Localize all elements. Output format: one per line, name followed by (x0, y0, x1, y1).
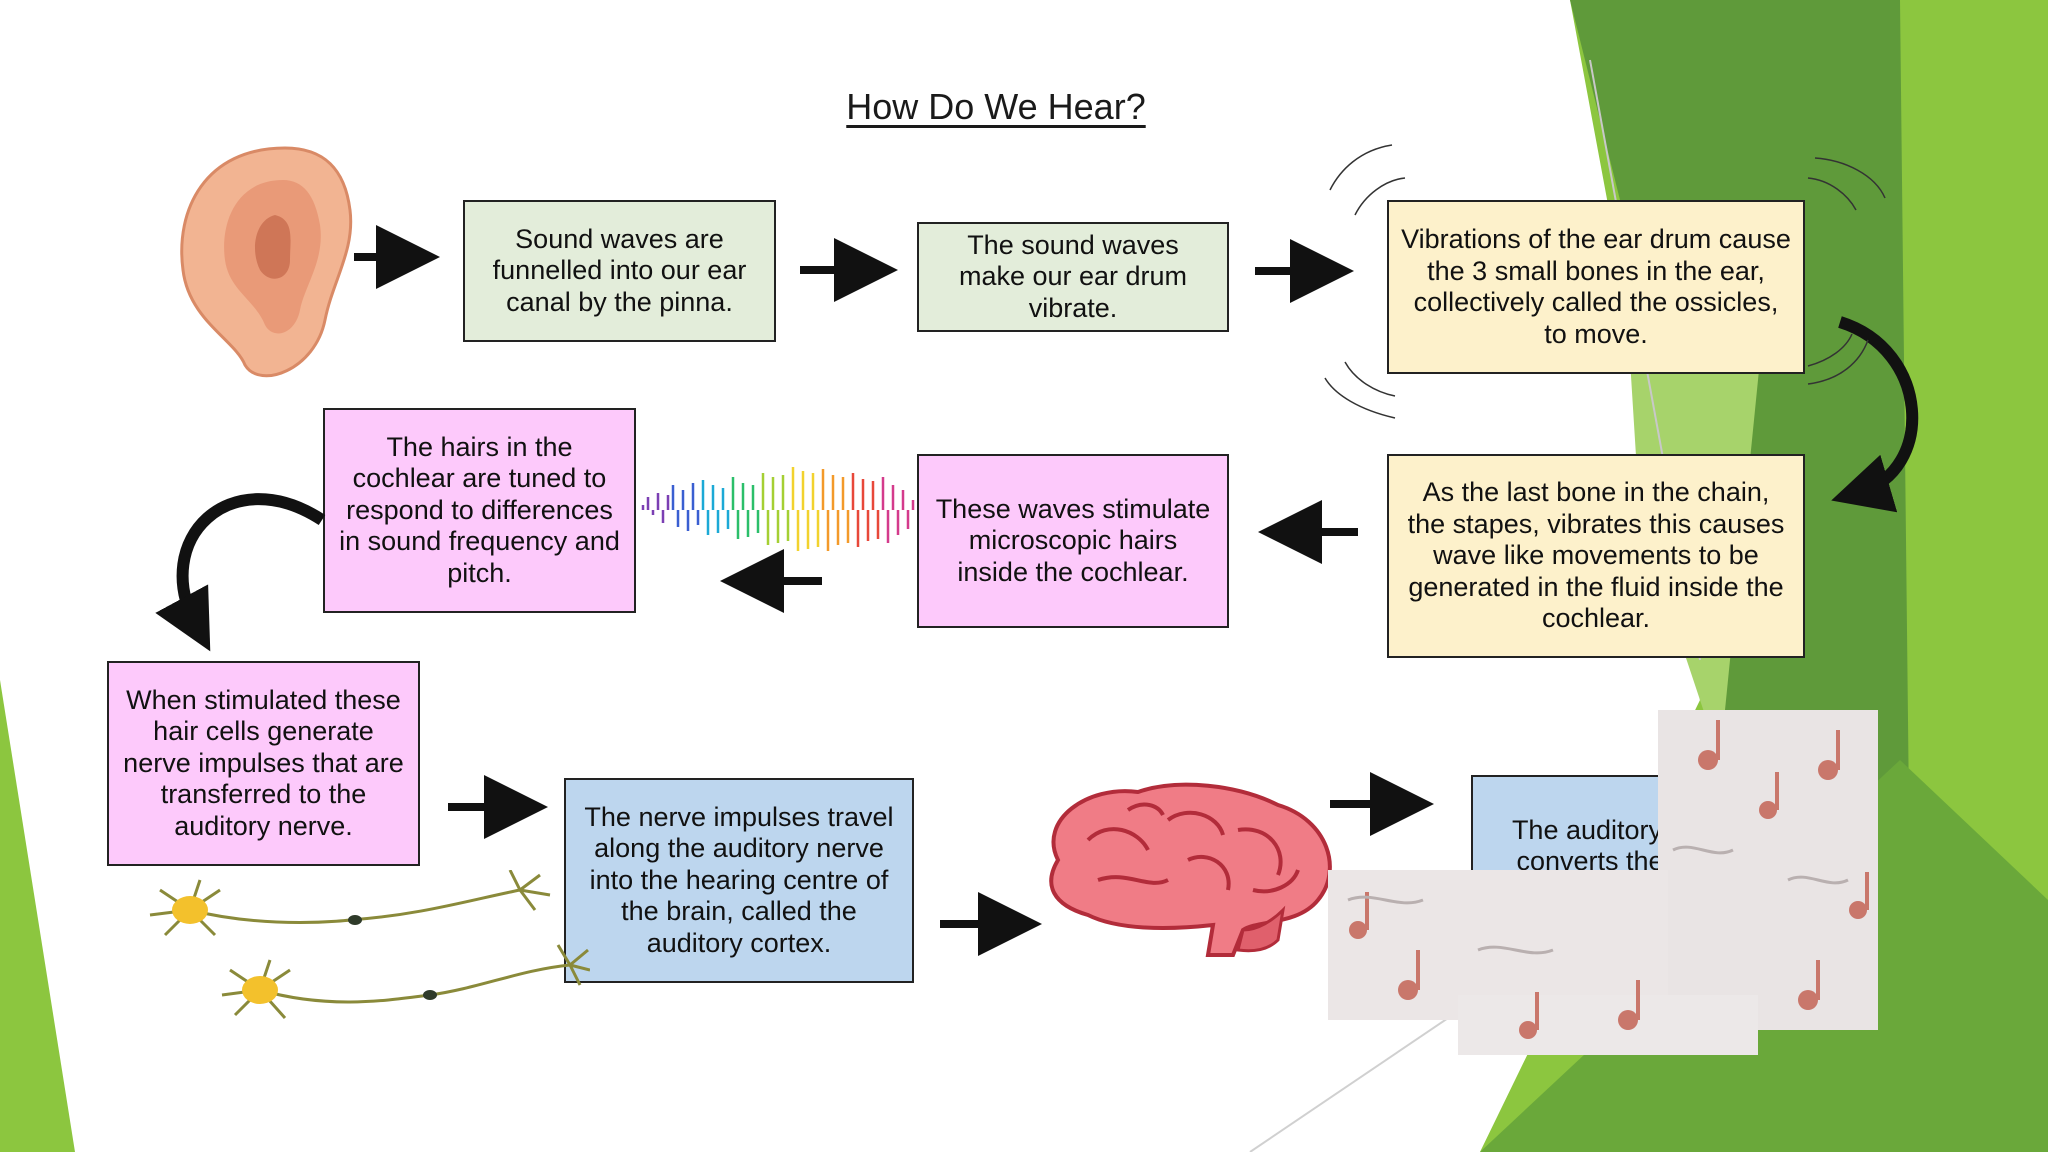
step-text: These waves stimulate microscopic hairs … (935, 493, 1211, 587)
step-text: The sound waves make our ear drum vibrat… (958, 229, 1188, 323)
page-title: How Do We Hear? (846, 86, 1146, 127)
vibration-lines-icon (1807, 157, 1886, 211)
curved-arrow-down-icon (155, 493, 326, 652)
step-box-nerve-impulses: When stimulated these hair cells generat… (107, 661, 420, 866)
step-text: The nerve impulses travel along the audi… (584, 801, 894, 958)
step-box-ear-drum: The sound waves make our ear drum vibrat… (917, 222, 1229, 332)
vibration-lines-icon (1807, 333, 1869, 385)
step-box-cochlear-waves: These waves stimulate microscopic hairs … (917, 454, 1229, 628)
vibration-lines-icon (1324, 361, 1396, 419)
curved-arrow-down-icon (1831, 316, 1919, 513)
music-notes-collage (1328, 710, 1878, 1055)
step-box-pinna: Sound waves are funnelled into our ear c… (463, 200, 776, 342)
bg-green-shape-left (0, 680, 75, 1152)
brain-illustration (1049, 782, 1332, 957)
step-text: The hairs in the cochlear are tuned to r… (339, 431, 620, 588)
step-box-hair-tuning: The hairs in the cochlear are tuned to r… (323, 408, 636, 613)
ear-illustration (180, 146, 353, 378)
step-text: Sound waves are funnelled into our ear c… (492, 223, 747, 317)
step-text: When stimulated these hair cells generat… (123, 684, 404, 841)
vibration-lines-icon (1329, 144, 1406, 216)
rainbow-sound-wave (641, 467, 915, 551)
step-text: As the last bone in the chain, the stape… (1407, 477, 1785, 634)
bg-thin-line-2 (1249, 1009, 1461, 1152)
step-box-auditory-nerve: The nerve impulses travel along the audi… (564, 778, 914, 983)
step-box-stapes: As the last bone in the chain, the stape… (1387, 454, 1805, 658)
step-box-ossicles: Vibrations of the ear drum cause the 3 s… (1387, 200, 1805, 374)
neuron-illustration (149, 870, 590, 1019)
step-text: Vibrations of the ear drum cause the 3 s… (1401, 224, 1791, 349)
